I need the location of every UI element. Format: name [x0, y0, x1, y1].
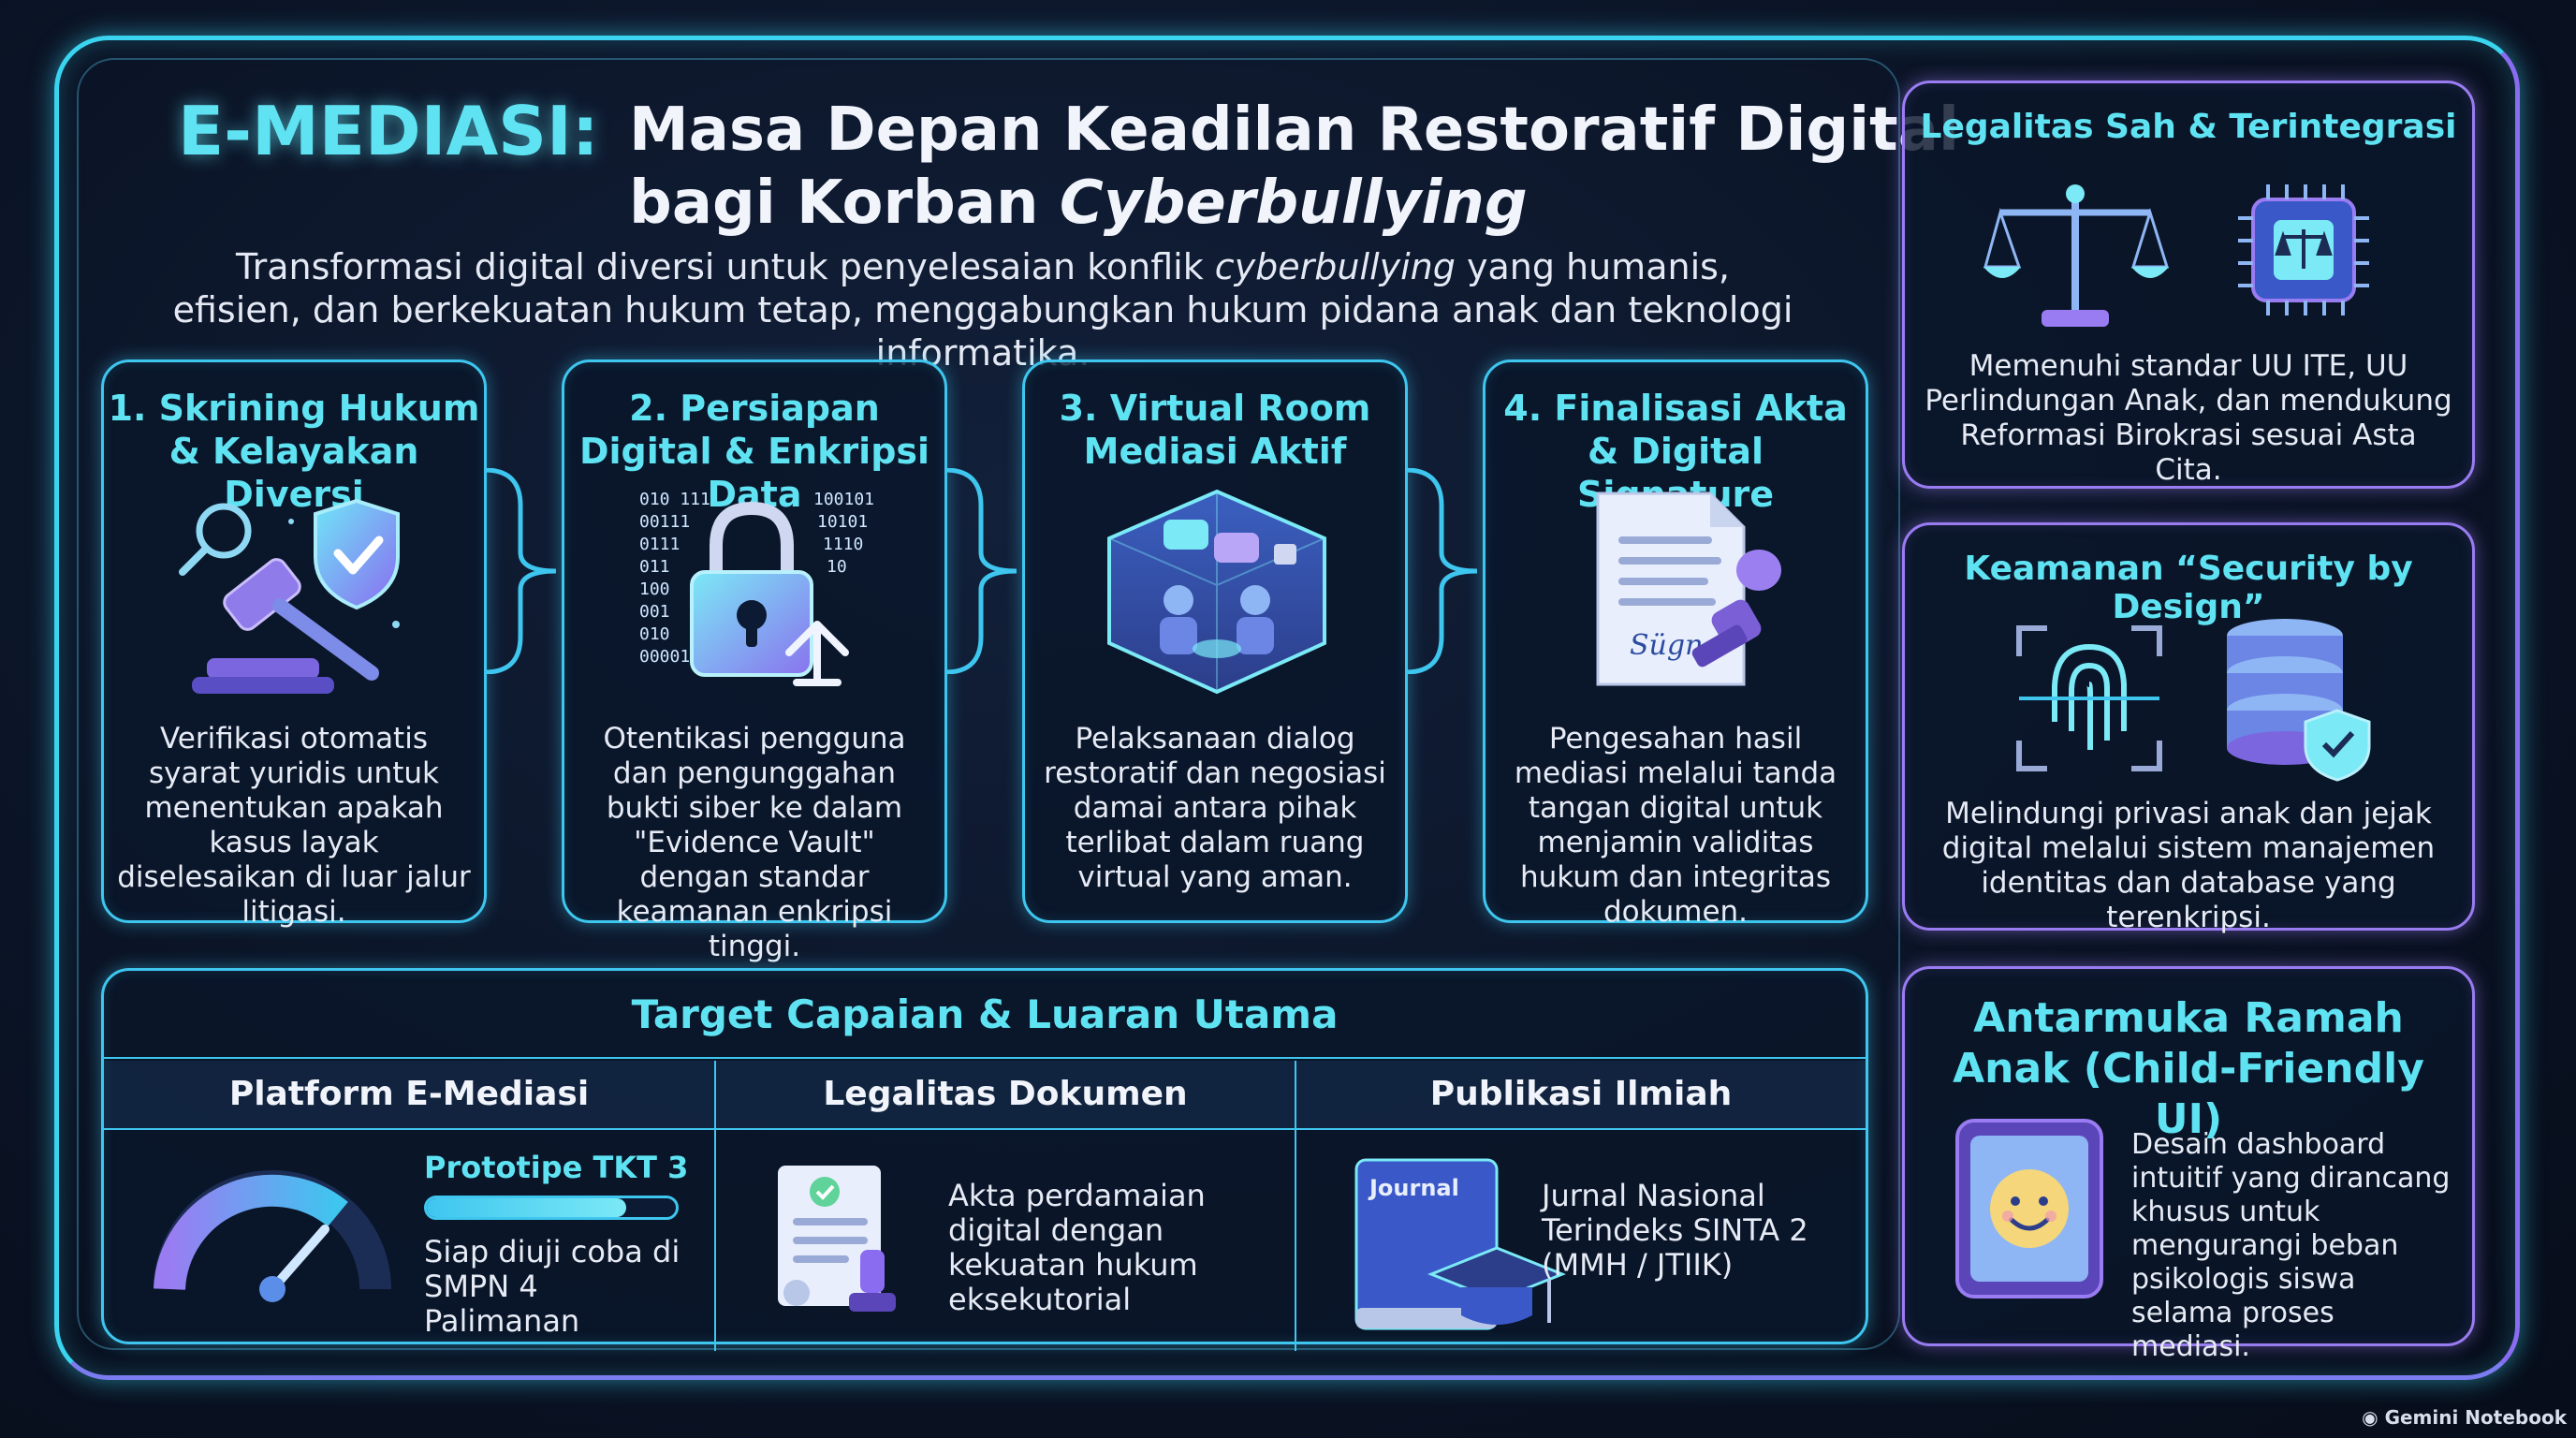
prototype-progress-bar	[424, 1196, 679, 1220]
title-line2-prefix: bagi Korban	[629, 169, 1060, 238]
legal-panel: Legalitas Sah & Terintegrasi Memenuhi st…	[1902, 81, 2475, 489]
child-ui-panel: Antarmuka Ramah Anak (Child-Friendly UI)…	[1902, 966, 2475, 1363]
journal-label: Journal	[1368, 1175, 1459, 1201]
connector-2-3	[944, 468, 1017, 674]
step-title: 3. Virtual Room Mediasi Aktif	[1059, 388, 1371, 472]
binary-text: 10101	[817, 512, 868, 532]
binary-text: 0111	[639, 535, 680, 554]
page-title-line1: Masa Depan Keadilan Restoratif Digital	[629, 95, 1959, 165]
gavel-shield-icon	[179, 498, 400, 694]
step-body: Otentikasi pengguna dan pengunggahan buk…	[603, 722, 906, 963]
signed-document-icon: Sügna	[1596, 492, 1781, 686]
legal-panel-title: Legalitas Sah & Terintegrasi	[1920, 108, 2457, 146]
publication-note: Jurnal Nasional Terindeks SINTA 2 (MMH /…	[1542, 1178, 1808, 1283]
column-divider	[714, 1061, 716, 1351]
binary-text: 001	[639, 602, 670, 622]
prototype-label: Prototipe TKT 3	[424, 1150, 689, 1185]
step-body: Verifikasi otomatis syarat yuridis untuk…	[117, 722, 471, 929]
speedometer-gauge-icon	[154, 1170, 391, 1302]
padlock-binary-icon: 010 111 00111 0111 011 100 001 010 00001…	[639, 490, 874, 686]
security-panel-body: Melindungi privasi anak dan jejak digita…	[1941, 797, 2436, 934]
connector-1-2	[484, 468, 557, 674]
security-panel: Keamanan “Security by Design” Melindungi…	[1902, 522, 2475, 934]
page-subtitle: Transformasi digital diversi untuk penye…	[168, 245, 1797, 374]
prototype-note: Siap diuji coba di SMPN 4 Palimanan	[424, 1234, 681, 1339]
title-line2-italic: Cyberbullying	[1059, 169, 1528, 238]
targets-title: Target Capaian & Luaran Utama	[631, 991, 1339, 1037]
security-panel-title: Keamanan “Security by Design”	[1964, 550, 2413, 626]
legal-document-stamp-icon	[778, 1166, 896, 1312]
column-header-platform: Platform E-Mediasi	[104, 1061, 714, 1128]
binary-text: 100101	[813, 490, 874, 509]
binary-text: 00111	[639, 512, 690, 532]
inner-frame	[77, 58, 1900, 1350]
subtitle-italic: cyberbullying	[1214, 246, 1456, 287]
brand-title: E-MEDIASI:	[178, 92, 599, 170]
targets-panel: Target Capaian & Luaran Utama Platform E…	[101, 968, 1868, 1351]
column-header-legal: Legalitas Dokumen	[716, 1061, 1295, 1128]
child-ui-panel-title: Antarmuka Ramah Anak (Child-Friendly UI)	[1953, 994, 2424, 1143]
brand-label: E-MEDIASI:	[178, 92, 599, 170]
step-body: Pengesahan hasil mediasi melalui tanda t…	[1514, 722, 1837, 929]
footer-brand: ◉ Gemini Notebook	[2362, 1406, 2567, 1429]
scales-of-justice-icon	[1983, 184, 2169, 327]
subtitle-part-b: yang humanis, efisien, dan berkekuatan h…	[172, 246, 1793, 374]
header-divider	[104, 1128, 1866, 1130]
gemini-logo-icon: ◉	[2362, 1406, 2378, 1429]
binary-text: 010	[639, 624, 670, 644]
page-title-line2: bagi Korban Cyberbullying	[629, 169, 1528, 238]
column-header-publication: Publikasi Ilmiah	[1296, 1061, 1866, 1128]
outer-frame	[54, 36, 2520, 1380]
step-card-4: 4. Finalisasi Akta & Digital Signature S…	[1483, 360, 1868, 929]
legal-panel-body: Memenuhi standar UU ITE, UU Perlindungan…	[1925, 349, 2452, 487]
step-card-3: 3. Virtual Room Mediasi Aktif Pelaksanaa…	[1022, 360, 1408, 923]
binary-text: 100	[639, 580, 670, 599]
journal-graduation-icon: Journal	[1354, 1158, 1567, 1330]
secure-database-icon	[2227, 619, 2371, 782]
binary-text: 10	[827, 557, 847, 577]
chip-scales-icon	[2238, 184, 2369, 315]
fingerprint-scan-icon	[2016, 625, 2162, 771]
step-body: Pelaksanaan dialog restoratif dan negosi…	[1044, 722, 1386, 894]
step-card-1: 1. Skrining Hukum & Kelayakan Diversi Ve…	[101, 360, 487, 929]
binary-text: 011	[639, 557, 670, 577]
prototype-progress-fill	[427, 1198, 626, 1217]
child-ui-panel-body: Desain dashboard intuitif yang dirancang…	[2131, 1128, 2451, 1363]
binary-text: 1110	[823, 535, 863, 554]
binary-text: 010 111	[639, 490, 710, 509]
step-card-2: 2. Persiapan Digital & Enkripsi Data 010…	[562, 360, 947, 963]
step-title: 2. Persiapan Digital & Enkripsi Data	[578, 388, 930, 515]
subtitle-part-a: Transformasi digital diversi untuk penye…	[235, 246, 1215, 287]
column-divider	[1295, 1061, 1296, 1351]
connector-3-4	[1405, 468, 1478, 674]
virtual-room-icon	[1107, 489, 1326, 695]
step-title: 1. Skrining Hukum & Kelayakan Diversi	[108, 388, 480, 515]
legal-document-note: Akta perdamaian digital dengan kekuatan …	[948, 1178, 1206, 1317]
targets-title-divider	[104, 1057, 1866, 1059]
smiley-tablet-icon	[1955, 1119, 2103, 1299]
footer-label: Gemini Notebook	[2384, 1406, 2567, 1429]
